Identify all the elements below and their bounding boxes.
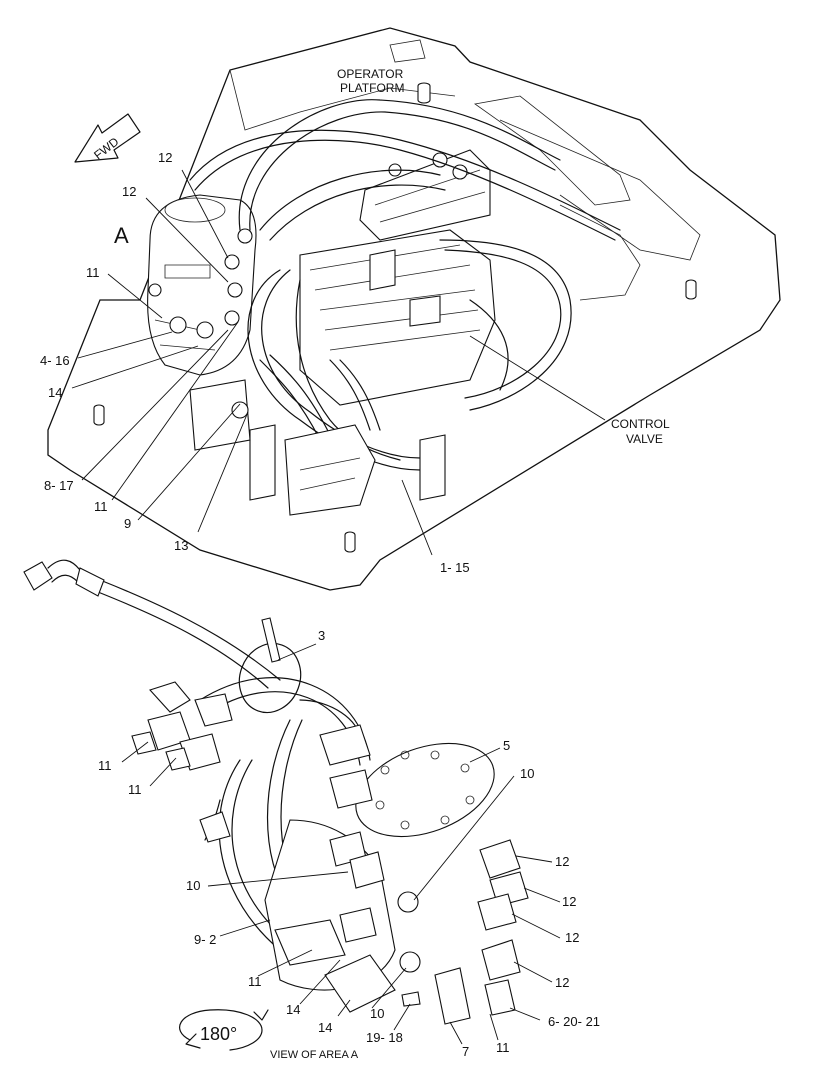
callout-8-17: 8- 17 <box>44 478 74 493</box>
operator-platform-label-line1: OPERATOR <box>337 67 404 81</box>
callout-11-f: 11 <box>496 1040 510 1055</box>
callout-12-c: 12 <box>555 854 569 869</box>
long-hose <box>23 559 281 689</box>
lower-fittings <box>274 907 516 1025</box>
top-leader-lines <box>71 169 606 556</box>
callout-12-d: 12 <box>562 894 576 909</box>
callout-9-2: 9- 2 <box>194 932 216 947</box>
rotation-arrow: 180° <box>179 1009 269 1051</box>
support-brackets <box>189 379 446 516</box>
callout-12-b: 12 <box>122 184 136 199</box>
platform-rail-2 <box>559 204 641 301</box>
view-of-area-a-caption: VIEW OF AREA A <box>270 1049 359 1061</box>
callout-13: 13 <box>174 538 188 553</box>
top-assembly-view: FWD A OPERATOR PLATFORM CONTROL VALVE 12… <box>40 27 781 591</box>
platform-rail <box>499 119 701 261</box>
rotation-label: 180° <box>200 1024 237 1044</box>
control-valve-label-line1: CONTROL <box>611 417 670 431</box>
callout-10-c: 10 <box>370 1006 384 1021</box>
hose-clamp <box>238 617 302 714</box>
callout-14-b: 14 <box>318 1020 332 1035</box>
view-of-area-a: 3 11 11 5 10 12 12 12 12 10 9- 2 11 14 1… <box>23 559 600 1061</box>
callout-1-15: 1- 15 <box>440 560 470 575</box>
callout-6-20-21: 6- 20- 21 <box>548 1014 600 1029</box>
callout-12-a: 12 <box>158 150 172 165</box>
callout-4-16: 4- 16 <box>40 353 70 368</box>
callout-10-b: 10 <box>186 878 200 893</box>
bottom-leader-lines <box>121 643 561 1045</box>
callout-3: 3 <box>318 628 325 643</box>
view-a-marker: A <box>114 223 129 248</box>
fwd-arrow: FWD <box>74 113 141 163</box>
callout-12-f: 12 <box>555 975 569 990</box>
pump-fittings <box>148 228 253 419</box>
control-valve-label-line2: VALVE <box>626 432 663 446</box>
platform-slot <box>389 39 426 63</box>
callout-11-a: 11 <box>86 265 100 280</box>
callout-14: 14 <box>48 385 62 400</box>
locating-pins <box>93 82 697 553</box>
callout-11-b: 11 <box>94 499 108 514</box>
hoses-top <box>189 99 621 471</box>
callout-5: 5 <box>503 738 510 753</box>
callout-11-c: 11 <box>98 758 112 773</box>
rear-fittings-cluster <box>359 149 491 241</box>
callout-12-e: 12 <box>565 930 579 945</box>
callout-11-d: 11 <box>128 782 142 797</box>
callout-7: 7 <box>462 1044 469 1059</box>
callout-10-a: 10 <box>520 766 534 781</box>
ring-fittings <box>319 724 529 981</box>
callout-9: 9 <box>124 516 131 531</box>
callout-14-a: 14 <box>286 1002 300 1017</box>
gasket-5 <box>355 742 495 838</box>
callout-11-e: 11 <box>248 974 262 989</box>
control-valve-block <box>299 229 496 406</box>
platform-edge <box>229 69 456 131</box>
callout-19-18: 19- 18 <box>366 1030 403 1045</box>
left-fittings <box>131 681 233 843</box>
operator-platform-label-line2: PLATFORM <box>340 81 404 95</box>
